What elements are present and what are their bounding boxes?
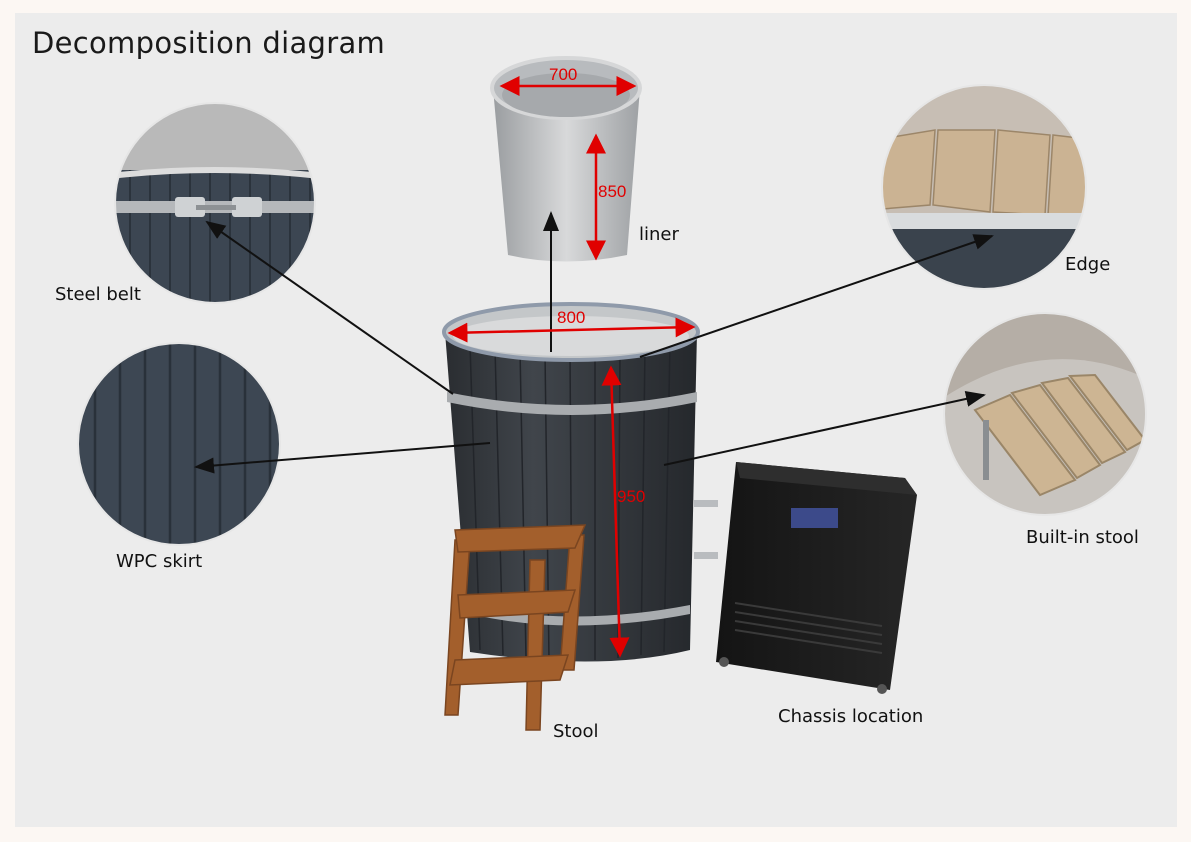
arrow-to-edge [639,234,994,358]
steel-belt-label: Steel belt [55,284,141,305]
chiller-image [694,462,917,694]
liner-image [490,56,642,262]
stool-label: Stool [553,721,599,742]
dimension-arrows [447,76,696,658]
built-in-stool-detail-image [944,313,1146,515]
built-in-stool-circle-frame [943,312,1147,516]
edge-label: Edge [1065,254,1111,275]
edge-circle-frame [881,84,1087,290]
liner-label: liner [639,224,679,245]
wpc-skirt-label: WPC skirt [116,551,203,572]
built-in-stool-label: Built-in stool [1026,527,1139,548]
liner-diameter-value: 700 [549,65,577,84]
arrow-to-steel-belt [205,220,454,395]
step-stool-image [444,524,587,731]
wpc-skirt-detail-image [78,343,280,545]
tub-height-arrow [601,365,630,658]
arrow-to-built-in-stool [663,391,986,466]
steel-belt-circle-frame [114,102,316,304]
tub-diameter-value: 800 [557,308,585,327]
wpc-skirt-circle-frame [77,342,281,546]
liner-height-value: 850 [598,182,626,201]
tub-height-value: 950 [617,487,645,506]
chassis-location-label: Chassis location [778,706,924,727]
arrow-to-wpc-skirt [194,442,491,474]
tub-diameter-arrow [447,317,696,343]
page-title: Decomposition diagram [32,26,386,60]
